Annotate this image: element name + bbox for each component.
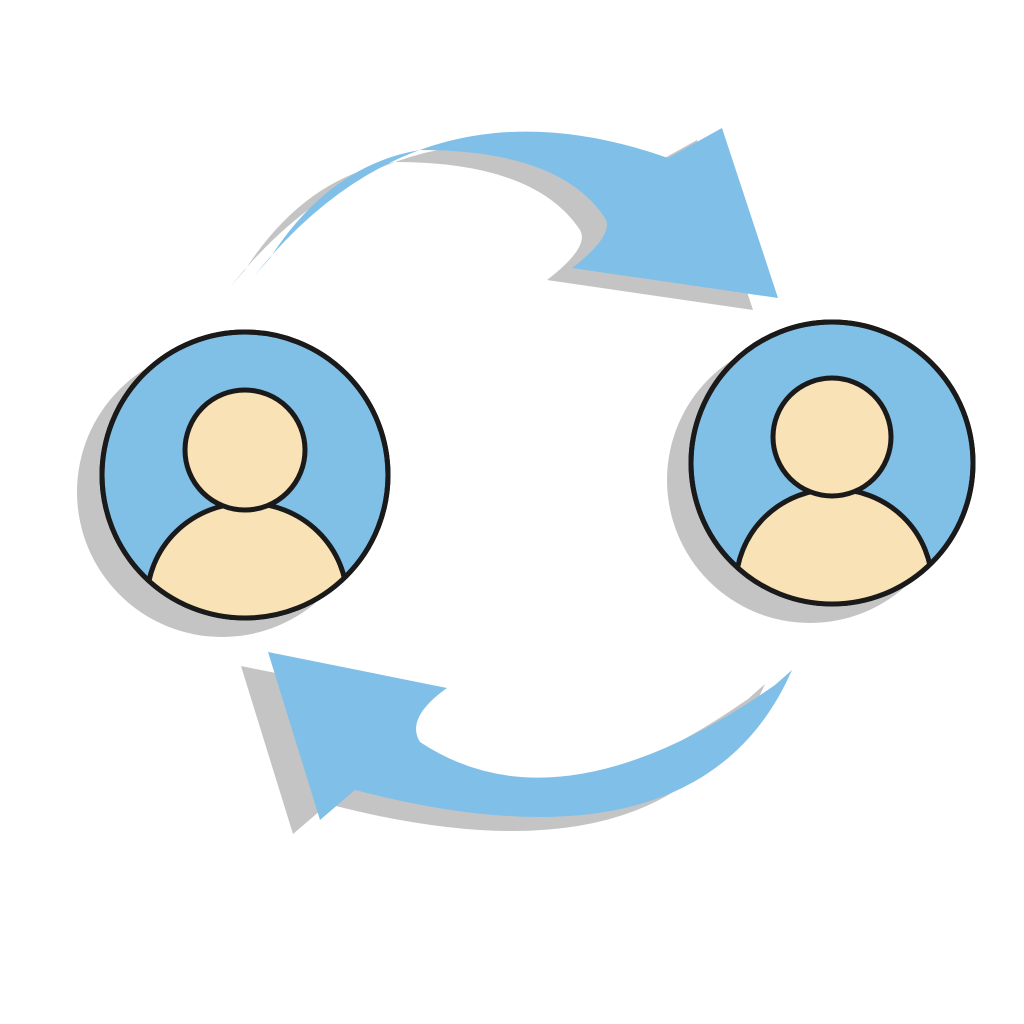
bottom-arrow-icon [241, 652, 792, 834]
top-arrow [255, 128, 778, 298]
top-arrow-icon [230, 128, 778, 310]
bottom-arrow [268, 652, 792, 820]
avatar-outline [99, 329, 391, 621]
user-avatar-left [77, 329, 391, 637]
user-head-icon [770, 375, 894, 499]
user-head-icon [182, 387, 308, 513]
user-avatar-right [667, 319, 976, 623]
avatar-outline [688, 319, 976, 607]
